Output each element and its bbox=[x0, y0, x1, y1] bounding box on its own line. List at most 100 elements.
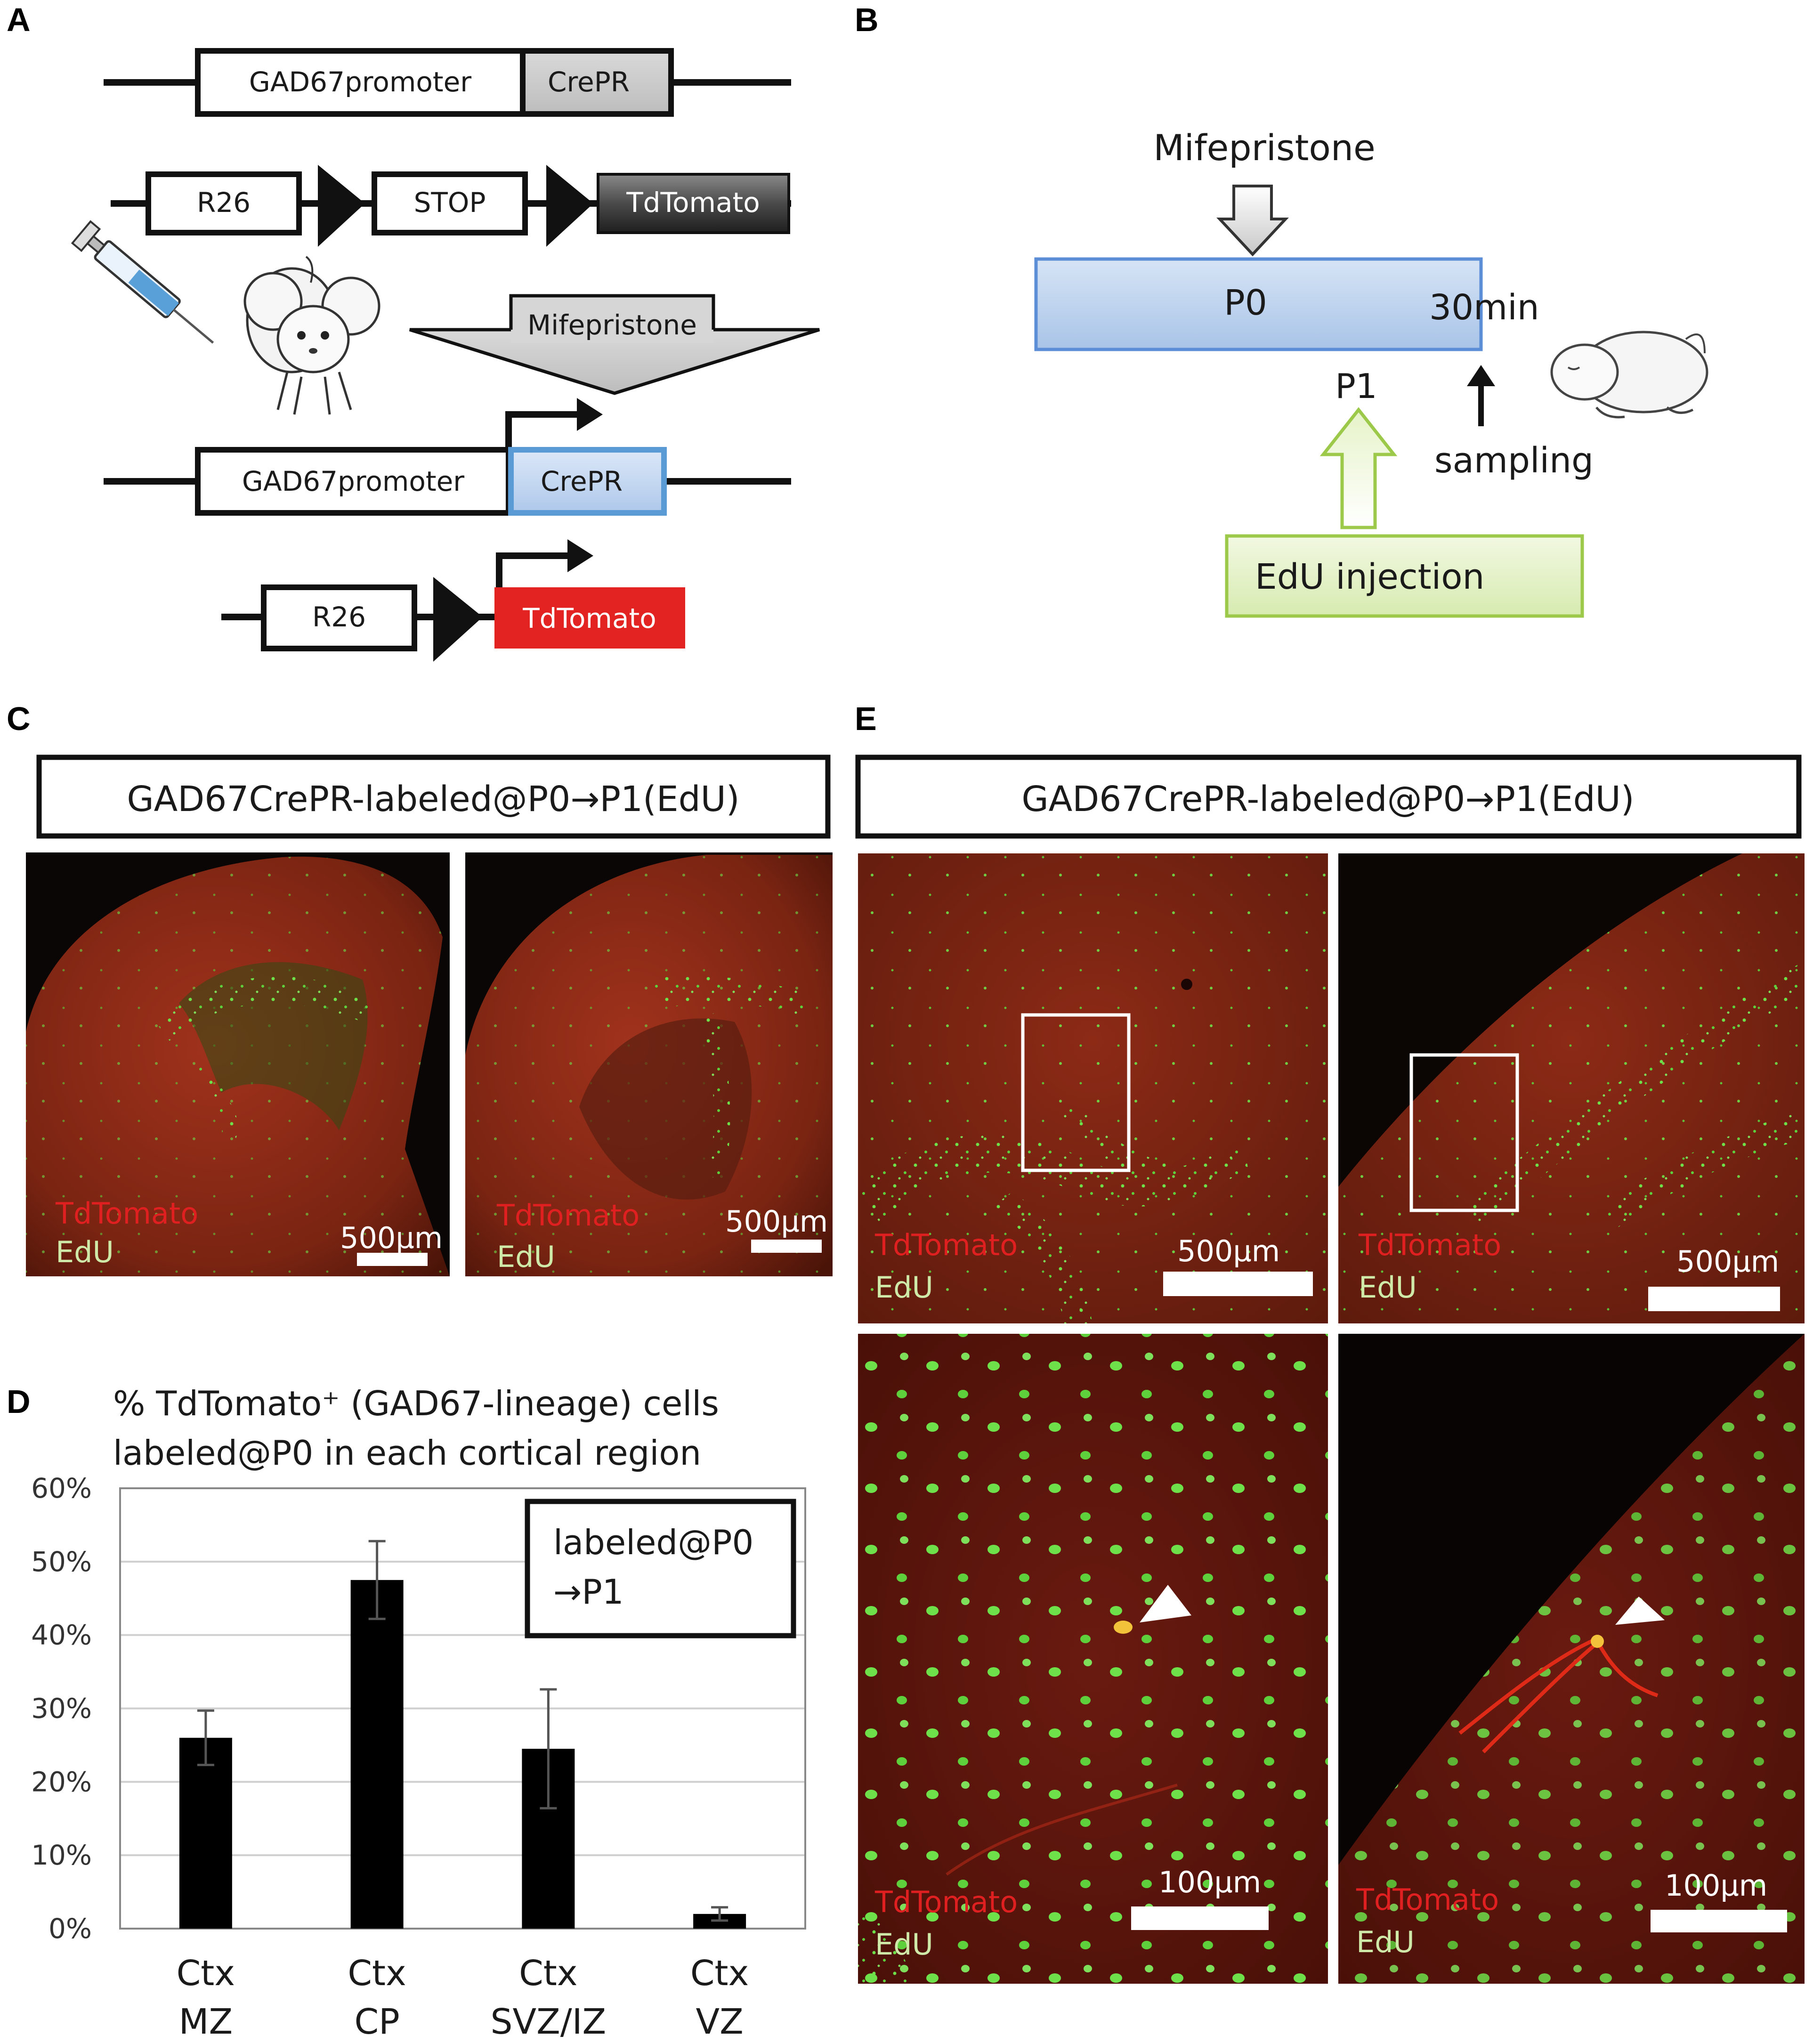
row3-box2-label: CrePR bbox=[541, 465, 623, 497]
crepr-active-box bbox=[508, 447, 667, 516]
stop-box bbox=[372, 171, 528, 235]
row1-box1-label: GAD67promoter bbox=[249, 66, 471, 98]
x-tick-label: SVZ/IZ bbox=[491, 2002, 607, 2042]
down-arrow-icon bbox=[1216, 185, 1289, 257]
c-right-marker-red: TdTomato bbox=[496, 1198, 639, 1233]
scale-bar bbox=[357, 1253, 428, 1266]
c-right-marker-green: EdU bbox=[497, 1240, 555, 1274]
legend-line1: labeled@P0 bbox=[553, 1523, 753, 1562]
e-bottom-left-micrograph: TdTomato EdU 100µm bbox=[858, 1334, 1328, 1984]
e-br-marker-green: EdU bbox=[1356, 1925, 1415, 1959]
double-labeled-cell bbox=[1591, 1635, 1604, 1648]
c-left-micrograph: TdTomato EdU 500µm bbox=[26, 852, 450, 1276]
e-title: GAD67CrePR-labeled@P0→P1(EdU) bbox=[1021, 779, 1634, 819]
sampling-label: sampling bbox=[1434, 440, 1594, 481]
c-left-marker-green: EdU bbox=[56, 1235, 114, 1269]
e-tl-marker-red: TdTomato bbox=[874, 1228, 1018, 1262]
row4-box2-label: TdTomato bbox=[522, 602, 656, 634]
chart-title-line2: labeled@P0 in each cortical region bbox=[113, 1433, 701, 1473]
transcription-arrow-icon bbox=[567, 539, 593, 572]
x-tick-label: CP bbox=[354, 2002, 399, 2042]
y-tick-label: 10% bbox=[31, 1839, 92, 1871]
tdtomato-active-box bbox=[494, 587, 685, 649]
r26-box bbox=[146, 171, 302, 235]
e-tr-marker-red: TdTomato bbox=[1358, 1228, 1501, 1262]
scale-bar bbox=[751, 1240, 822, 1253]
b-drug-label: Mifepristone bbox=[1153, 127, 1376, 169]
injection-day-label: P1 bbox=[1335, 366, 1377, 406]
row2-box1-label: R26 bbox=[197, 187, 251, 219]
y-tick-label: 20% bbox=[31, 1766, 92, 1798]
e-title-box bbox=[855, 754, 1802, 839]
loxp-triangle bbox=[318, 165, 365, 247]
e-bl-scale-label: 100µm bbox=[1158, 1865, 1261, 1899]
panel-label-a: A bbox=[7, 1, 31, 38]
e-br-marker-red: TdTomato bbox=[1356, 1882, 1499, 1917]
panel-label-e: E bbox=[855, 700, 877, 737]
scale-bar bbox=[1651, 1910, 1787, 1932]
y-axis: 0% 10% 20% 30% 40% 50% 60% bbox=[31, 1472, 92, 1945]
e-top-right-micrograph: TdTomato EdU 500µm bbox=[1338, 853, 1805, 1323]
double-labeled-cell bbox=[1114, 1621, 1133, 1634]
row1-box2-label: CrePR bbox=[548, 66, 630, 98]
zoom-region-box bbox=[1021, 1013, 1131, 1172]
bar bbox=[350, 1580, 404, 1929]
legend-line2: →P1 bbox=[553, 1572, 624, 1612]
arrowhead-icon bbox=[1615, 1597, 1665, 1625]
row4-box1-label: R26 bbox=[312, 601, 366, 633]
e-tr-scale-label: 500µm bbox=[1676, 1244, 1779, 1279]
panel-label-c: C bbox=[7, 700, 31, 737]
mifepristone-label: Mifepristone bbox=[527, 309, 697, 341]
y-tick-label: 40% bbox=[31, 1619, 92, 1651]
scale-bar bbox=[1163, 1272, 1313, 1296]
y-tick-label: 50% bbox=[31, 1546, 92, 1578]
y-tick-label: 0% bbox=[49, 1913, 92, 1945]
bars bbox=[179, 1540, 746, 1929]
gad67-promoter-box bbox=[195, 447, 511, 516]
e-bl-marker-red: TdTomato bbox=[874, 1885, 1018, 1919]
c-left-scale-label: 500µm bbox=[340, 1221, 443, 1255]
e-br-scale-label: 100µm bbox=[1665, 1868, 1767, 1903]
pup-icon bbox=[1550, 331, 1708, 419]
chart-title-line1: % TdTomato⁺ (GAD67-lineage) cells bbox=[113, 1384, 719, 1423]
bar bbox=[179, 1737, 232, 1929]
e-top-left-micrograph: TdTomato EdU 500µm bbox=[858, 853, 1328, 1323]
c-right-scale-label: 500µm bbox=[725, 1204, 828, 1239]
c-left-marker-red: TdTomato bbox=[55, 1196, 198, 1231]
x-tick-label: Ctx bbox=[690, 1953, 749, 1994]
c-right-micrograph: TdTomato EdU 500µm bbox=[465, 852, 833, 1276]
row2-box3-label: TdTomato bbox=[626, 187, 760, 219]
e-tl-scale-label: 500µm bbox=[1177, 1234, 1280, 1268]
scale-bar bbox=[1648, 1287, 1780, 1311]
panel-e: GAD67CrePR-labeled@P0→P1(EdU) TdTomato E… bbox=[855, 754, 1805, 1984]
panel-a-construct-diagram: GAD67promoter CrePR R26 STOP TdTomato bbox=[71, 48, 820, 662]
e-tr-marker-green: EdU bbox=[1359, 1270, 1417, 1305]
tdtomato-inactive-box bbox=[597, 173, 790, 234]
y-tick-label: 30% bbox=[31, 1693, 92, 1725]
timeline-day-label: P0 bbox=[1224, 283, 1267, 323]
row2-box2-label: STOP bbox=[414, 187, 486, 219]
panel-b-timeline: Mifepristone P0 30min P1 sampling EdU in… bbox=[1034, 127, 1708, 618]
scale-bar bbox=[1131, 1906, 1269, 1930]
panel-c: GAD67CrePR-labeled@P0→P1(EdU) TdTomato E… bbox=[26, 754, 833, 1276]
e-bottom-right-micrograph: TdTomato EdU 100µm bbox=[1338, 1334, 1805, 1984]
x-tick-label: Ctx bbox=[177, 1953, 235, 1994]
plot-frame bbox=[119, 1487, 806, 1930]
x-tick-label: Ctx bbox=[348, 1953, 406, 1994]
timeline-bar bbox=[1034, 257, 1483, 351]
panel-label-d: D bbox=[7, 1383, 31, 1420]
syringe-icon bbox=[71, 220, 214, 344]
arrowhead-icon bbox=[1140, 1585, 1191, 1622]
x-tick-label: MZ bbox=[179, 2002, 233, 2042]
y-tick-label: 60% bbox=[31, 1472, 92, 1504]
panel-label-b: B bbox=[855, 1, 879, 38]
zoom-region-box bbox=[1409, 1053, 1519, 1212]
edu-injection-label: EdU injection bbox=[1255, 557, 1484, 597]
up-arrow-icon bbox=[1319, 407, 1398, 529]
x-tick-label: Ctx bbox=[519, 1953, 577, 1994]
sampling-arrow-icon bbox=[1467, 365, 1495, 386]
loxp-triangle bbox=[546, 165, 593, 247]
transcription-arrow-icon bbox=[577, 398, 603, 431]
